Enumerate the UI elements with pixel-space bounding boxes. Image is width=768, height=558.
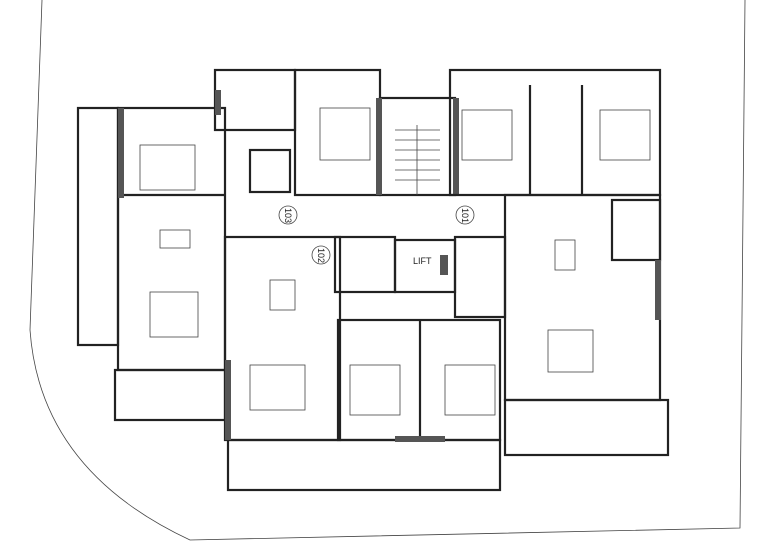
stair-core xyxy=(376,96,459,197)
unit-number-101: 101 xyxy=(460,208,470,223)
unit-entry-101: 101 xyxy=(455,205,475,225)
lift-label: LIFT xyxy=(413,256,432,266)
unit-number-102: 102 xyxy=(316,248,326,263)
unit-number-103: 103 xyxy=(283,208,293,223)
unit-entry-102: 102 xyxy=(311,245,331,265)
site-boundary xyxy=(29,0,746,541)
lift: LIFT xyxy=(393,238,457,294)
center-unit xyxy=(223,235,507,492)
left-unit xyxy=(76,106,227,422)
right-unit xyxy=(503,193,670,457)
unit-entry-103: 103 xyxy=(278,205,298,225)
top-left-wing xyxy=(213,68,382,197)
top-right-wing xyxy=(448,68,662,197)
